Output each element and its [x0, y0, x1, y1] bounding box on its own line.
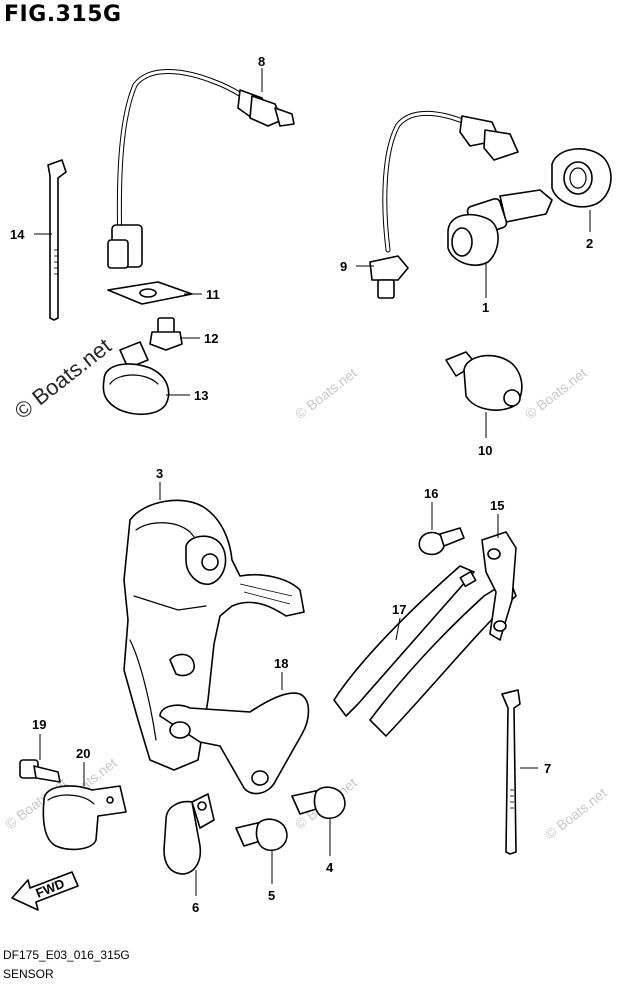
watermark: © Boats.net [542, 785, 610, 843]
part-14-cable-tie [47, 159, 67, 321]
callout-12: 12 [204, 331, 218, 346]
callout-4: 4 [326, 860, 334, 875]
callout-14: 14 [10, 227, 25, 242]
callout-9: 9 [340, 259, 347, 274]
part-3-bracket [123, 499, 305, 771]
part-12-bolt [149, 317, 183, 351]
fwd-arrow-icon: FWD [11, 871, 79, 911]
part-11-plate [107, 281, 193, 305]
callout-10: 10 [478, 443, 492, 458]
callout-2: 2 [586, 236, 593, 251]
part-10-knock-sensor [445, 351, 523, 411]
part-7-cable-tie [501, 689, 521, 855]
callout-13: 13 [194, 388, 208, 403]
part-5-bolt [235, 818, 288, 852]
callout-19: 19 [32, 717, 46, 732]
callout-6: 6 [192, 900, 199, 915]
part-18-plate-bracket [159, 692, 310, 795]
callout-8: 8 [258, 54, 265, 69]
callout-18: 18 [274, 656, 288, 671]
callout-5: 5 [268, 888, 275, 903]
part-20-clamp [42, 785, 127, 851]
part-19-bolt [19, 759, 61, 783]
callout-11: 11 [206, 287, 220, 302]
watermark: © Boats.net [292, 365, 360, 423]
part-17-bracket-arm [333, 565, 517, 737]
part-4-bolt [291, 786, 346, 820]
watermark-main: © Boats.net [10, 333, 116, 424]
callout-15: 15 [490, 498, 504, 513]
callout-3: 3 [156, 466, 163, 481]
callout-16: 16 [424, 486, 438, 501]
part-13-clamp [102, 341, 170, 416]
part-16-bolt [418, 527, 465, 556]
part-6-clamp [163, 793, 215, 875]
part-8-sensor-harness [107, 69, 295, 269]
part-15-mount-bracket [481, 531, 517, 641]
callout-7: 7 [544, 761, 551, 776]
watermark-layer: © Boats.net © Boats.net © Boats.net © Bo… [2, 333, 610, 842]
part-2-grommet [551, 148, 612, 208]
footer-section-name: SENSOR [3, 967, 54, 981]
callout-20: 20 [76, 746, 90, 761]
callout-17: 17 [392, 602, 406, 617]
footer-figure-code: DF175_E03_016_315G [3, 948, 130, 962]
leader-lines [34, 68, 591, 896]
watermark: © Boats.net [522, 365, 590, 423]
callout-1: 1 [482, 300, 489, 315]
figure-title: FIG.315G [4, 2, 122, 27]
callouts: 8 14 11 12 13 9 1 2 10 3 16 15 17 18 19 … [10, 54, 593, 915]
part-1-sensor [447, 189, 553, 266]
part-9-sensor-harness [369, 110, 519, 299]
